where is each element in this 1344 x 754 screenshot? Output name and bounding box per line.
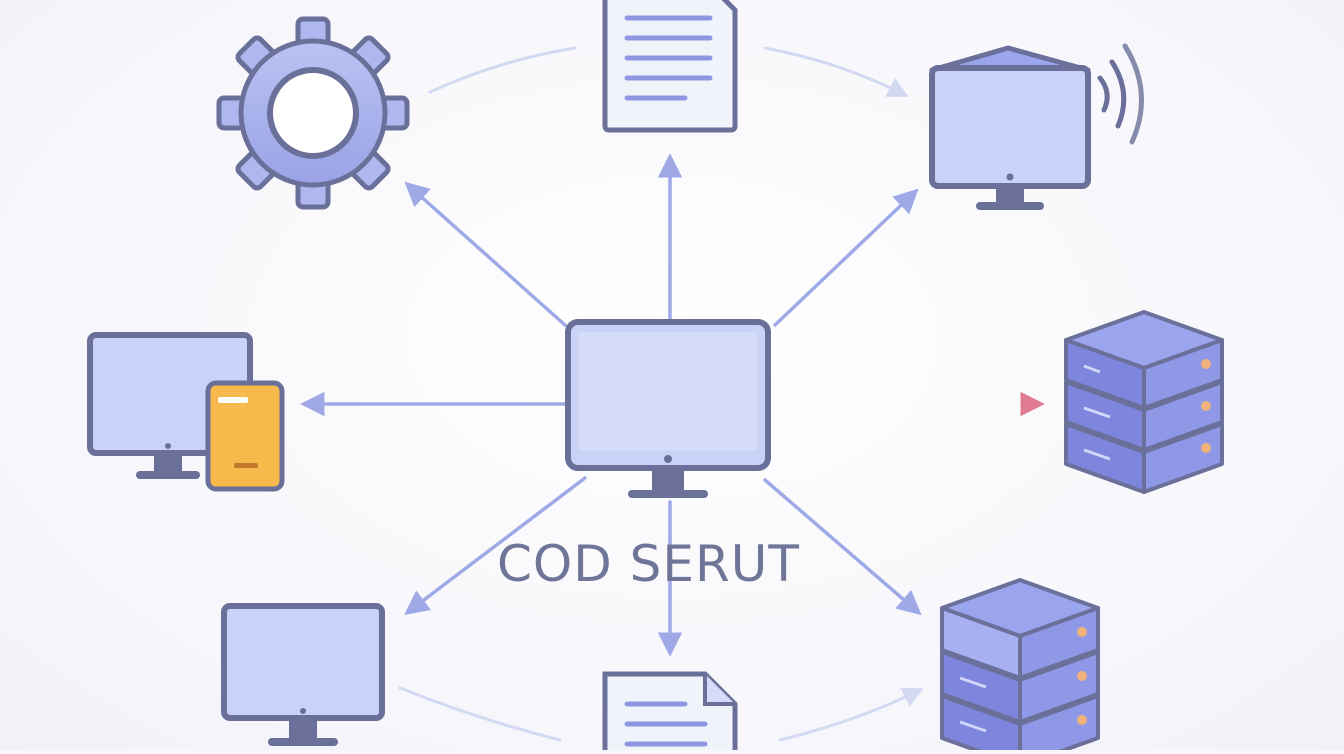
server-icon	[940, 578, 1100, 754]
document-icon	[602, 0, 738, 133]
peripheral-curves	[398, 46, 924, 742]
arrow-to-server-bottom-right	[763, 478, 922, 616]
arrow-to-wireless-monitor	[773, 188, 919, 327]
wireless-monitor-icon	[929, 43, 1144, 210]
diagram-label: COD SERUT	[497, 535, 800, 593]
curve-gear-to-doc	[428, 46, 577, 94]
folder-icon	[205, 380, 285, 492]
document-icon	[602, 671, 738, 754]
monitor-with-folder-icon	[87, 332, 285, 492]
curve-right-bottom	[778, 688, 924, 742]
connection-arrows	[300, 153, 922, 657]
arrow-to-bottom-left-monitor	[404, 476, 587, 615]
curve-doc-to-monitor	[763, 46, 909, 97]
monitor-icon	[565, 319, 771, 498]
curve-left-bottom	[398, 686, 562, 742]
server-icon	[1064, 310, 1224, 494]
gear-icon	[216, 16, 410, 210]
monitor-icon	[221, 603, 385, 746]
arrow-to-gear	[404, 181, 567, 327]
